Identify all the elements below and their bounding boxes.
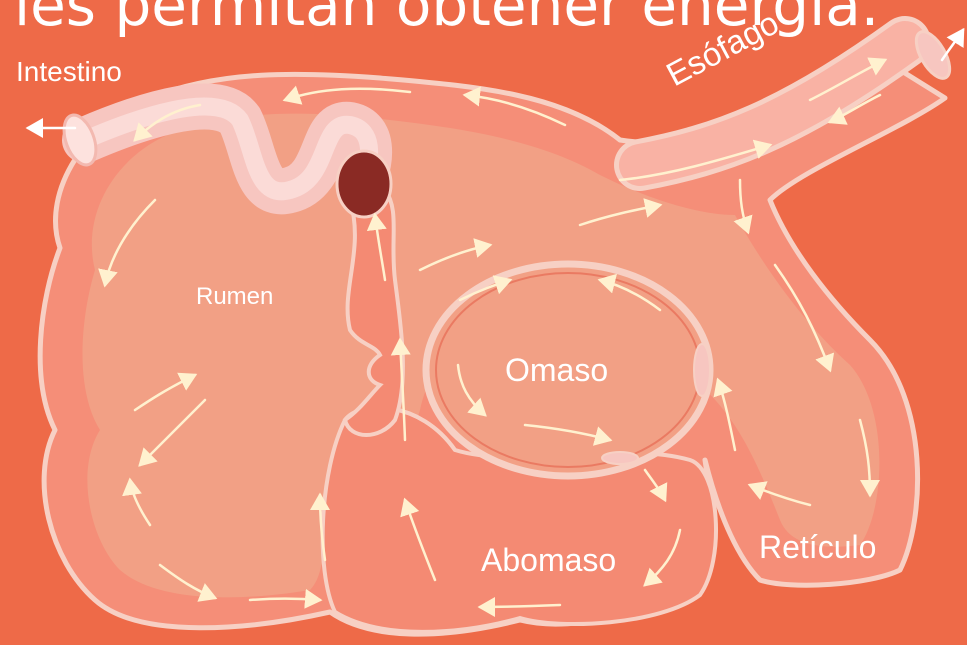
- sphincter: [337, 151, 391, 217]
- label-rumen: Rumen: [196, 283, 273, 311]
- label-intestino: Intestino: [16, 56, 122, 88]
- omaso-orifice: [694, 344, 710, 396]
- label-reticulo: Retículo: [759, 529, 876, 566]
- esofago-exit-arrow: [942, 30, 963, 60]
- omaso-abomaso-orifice: [602, 452, 638, 464]
- flow-arrow: [250, 599, 320, 601]
- label-abomaso: Abomaso: [481, 542, 616, 579]
- label-omaso: Omaso: [505, 352, 608, 389]
